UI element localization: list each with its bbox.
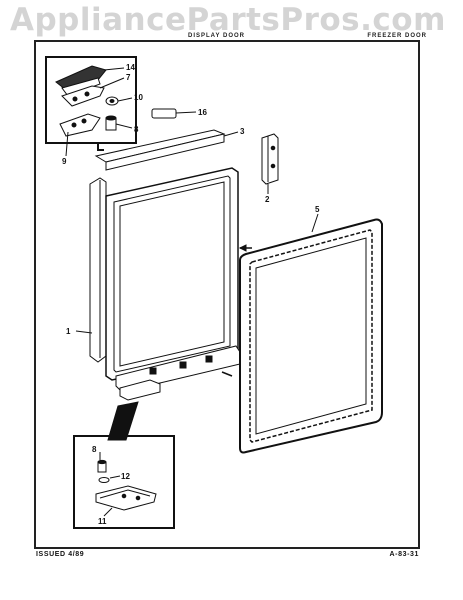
hinge-inset bbox=[45, 56, 137, 157]
page-code: A-83-31 bbox=[389, 551, 419, 558]
callout-8-bottom: 8 bbox=[92, 445, 97, 454]
callout-2: 2 bbox=[265, 195, 270, 204]
callout-1: 1 bbox=[66, 327, 71, 336]
washer-part-12 bbox=[98, 477, 110, 483]
hinge-bracket-part-2 bbox=[261, 133, 279, 194]
diagram-frame bbox=[34, 40, 420, 549]
issued-date: ISSUED 4/89 bbox=[36, 551, 85, 558]
callout-9: 9 bbox=[62, 157, 67, 166]
top-channel-part-3 bbox=[94, 129, 239, 171]
door-glass-opening bbox=[119, 181, 225, 367]
callout-12: 12 bbox=[121, 472, 130, 481]
bottom-hinge bbox=[107, 379, 161, 441]
detail-inset-box bbox=[73, 435, 175, 529]
callout-11: 11 bbox=[98, 517, 107, 526]
bracket-part-7 bbox=[61, 85, 105, 107]
callout-10: 10 bbox=[134, 93, 143, 102]
section-title: FREEZER DOOR bbox=[367, 33, 427, 39]
hinge-inset-box bbox=[45, 56, 137, 144]
callout-5: 5 bbox=[315, 205, 320, 214]
callout-8-top: 8 bbox=[134, 125, 139, 134]
door-frame bbox=[105, 167, 252, 393]
diagram-title: DISPLAY DOOR bbox=[188, 33, 246, 39]
callout-3: 3 bbox=[240, 127, 245, 136]
gasket-part-5 bbox=[239, 213, 383, 454]
hinge-plate-part-11 bbox=[95, 485, 157, 511]
callout-16: 16 bbox=[198, 108, 207, 117]
callout-14: 14 bbox=[126, 63, 135, 72]
detail-inset bbox=[73, 435, 175, 529]
side-channel-part-1 bbox=[75, 177, 107, 363]
callout-7: 7 bbox=[126, 73, 131, 82]
watermark: AppliancePartsPros.com bbox=[10, 2, 446, 38]
lower-plate-part-9 bbox=[59, 113, 101, 137]
pad-part-16 bbox=[151, 108, 197, 119]
detail-pointer bbox=[107, 401, 139, 441]
